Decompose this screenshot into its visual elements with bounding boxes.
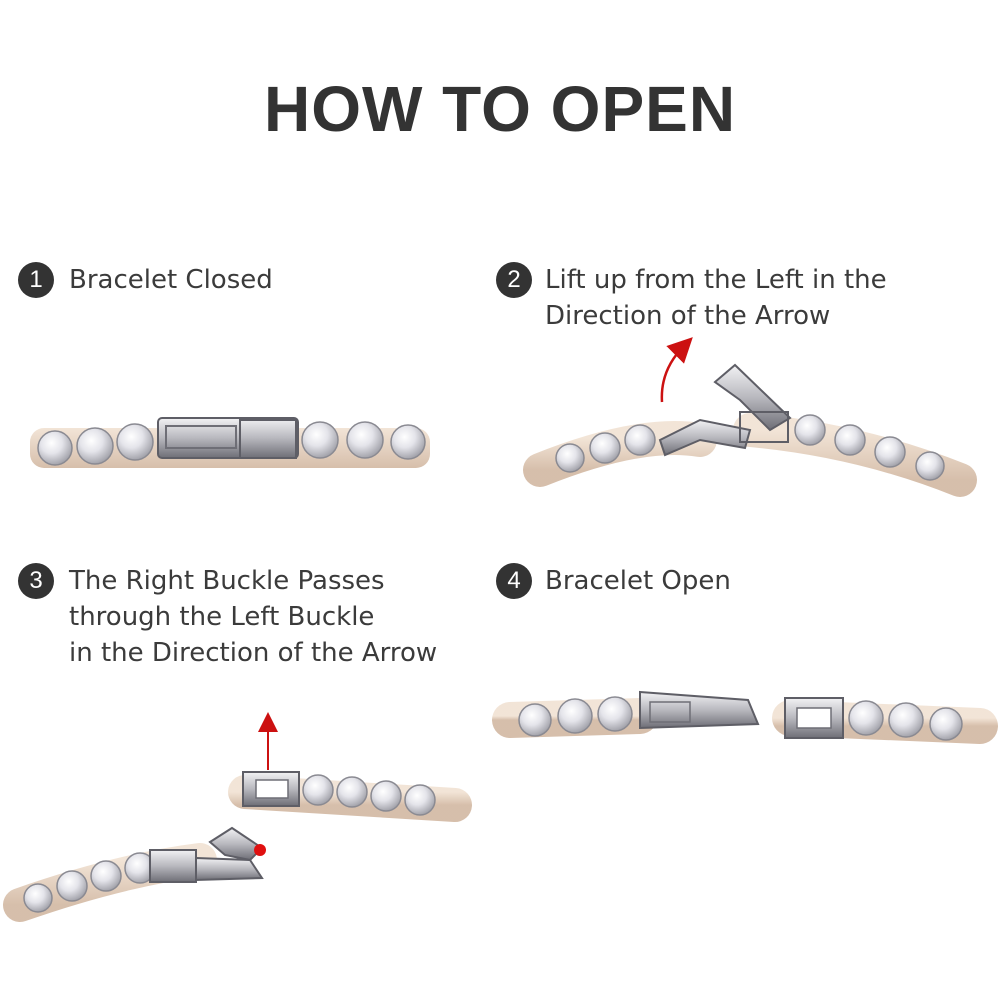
- step-2-caption-line: Direction of the Arrow: [545, 301, 831, 331]
- clasp-lifting: [658, 363, 792, 457]
- step-3-caption-line: The Right Buckle Passes: [69, 566, 385, 596]
- curved-red-arrow-icon: [660, 337, 693, 403]
- step-2-caption: Lift up from the Left in the Direction o…: [545, 262, 887, 334]
- step-3-caption: The Right Buckle Passes through the Left…: [69, 563, 437, 671]
- clasp-open-left-half: [639, 690, 760, 730]
- step-2-number-badge: 2: [496, 262, 532, 298]
- red-dot-icon: [254, 844, 266, 856]
- step-2-caption-line: Lift up from the Left in the: [545, 265, 887, 295]
- step-1-caption: Bracelet Closed: [69, 262, 273, 298]
- step-3-number-badge: 3: [18, 563, 54, 599]
- gem-row: [37, 421, 426, 466]
- step-4-caption-line: Bracelet Open: [545, 566, 731, 596]
- clasp-open-right-half: [784, 697, 844, 739]
- step-1-number-badge: 1: [18, 262, 54, 298]
- bracelet-lifting-image: [523, 337, 977, 497]
- step-1-caption-line: Bracelet Closed: [69, 265, 273, 295]
- clasp-closed: [157, 417, 299, 459]
- bracelet-open-image: [492, 690, 998, 744]
- bracelet-closed-image: [30, 417, 430, 468]
- step-4-caption: Bracelet Open: [545, 563, 731, 599]
- step-3-caption-line: in the Direction of the Arrow: [69, 638, 438, 668]
- step-3-caption-line: through the Left Buckle: [69, 602, 375, 632]
- step-4-number-badge: 4: [496, 563, 532, 599]
- bracelet-passing-image: [3, 712, 472, 922]
- page-title: HOW TO OPEN: [263, 73, 737, 145]
